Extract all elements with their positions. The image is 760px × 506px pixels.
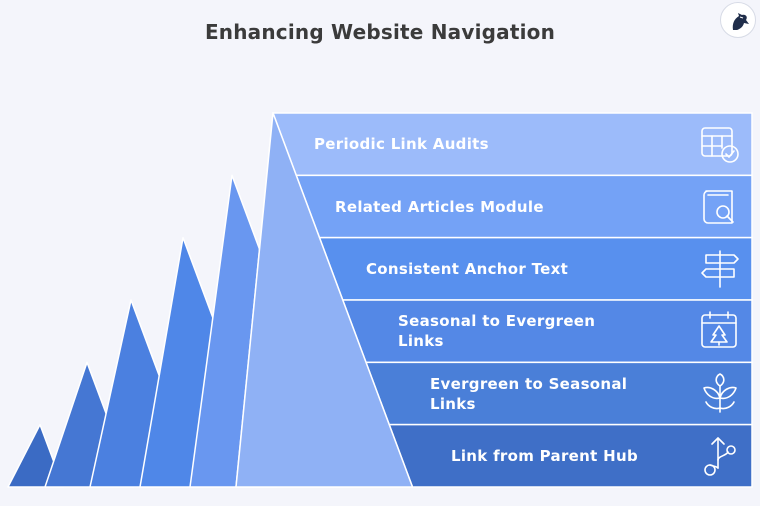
- pyramid-caps: [235, 112, 414, 488]
- page-title: Enhancing Website Navigation: [204, 20, 556, 44]
- leaf-icon: [698, 372, 742, 416]
- step-label-6: Link from Parent Hub: [451, 446, 638, 465]
- branch-arrow-icon: [698, 434, 742, 478]
- bird-logo-icon: [732, 13, 749, 30]
- step-label-3: Consistent Anchor Text: [366, 259, 569, 278]
- logo: [720, 2, 756, 38]
- step-label-1: Periodic Link Audits: [314, 135, 489, 154]
- calendar-tree-icon: [698, 309, 742, 353]
- step-label-2: Related Articles Module: [335, 197, 544, 216]
- pyramid-layer-6: [7, 423, 65, 488]
- book-search-icon: [698, 185, 742, 229]
- step-label-4: Seasonal to Evergreen Links: [398, 312, 596, 351]
- step-bars: [271, 112, 753, 488]
- calendar-check-icon: [698, 122, 742, 166]
- step-label-5: Evergreen to Seasonal Links: [430, 374, 628, 413]
- pyramid-front-face: [235, 112, 414, 488]
- signpost-icon: [698, 247, 742, 291]
